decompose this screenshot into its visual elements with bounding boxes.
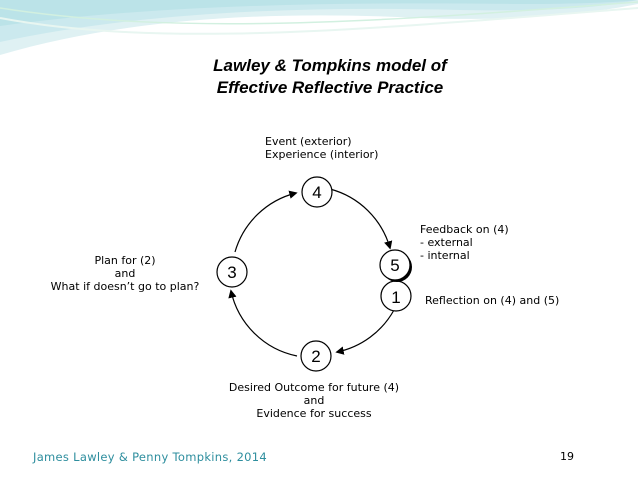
plan-line-1: Plan for (2) <box>94 254 156 267</box>
plan-line-3: What if doesn’t go to plan? <box>50 280 200 293</box>
node-5-label: 5 <box>390 256 399 275</box>
outcome-line-1: Desired Outcome for future (4) <box>228 381 400 394</box>
node-3-label: 3 <box>227 263 236 282</box>
feedback-label-box: Feedback on (4) - external - internal <box>414 220 550 268</box>
header-decoration <box>0 0 638 55</box>
node-2: 2 <box>300 340 332 372</box>
outcome-line-2: and <box>303 394 325 407</box>
node-5: 5 <box>379 249 412 282</box>
slide-title: Lawley & Tompkins model of Effective Ref… <box>160 55 500 99</box>
arc-1-to-2 <box>335 309 395 355</box>
feedback-line-1: Feedback on (4) <box>420 223 509 236</box>
plan-label-box: Plan for (2) and What if doesn’t go to p… <box>42 248 208 304</box>
node-4: 4 <box>301 176 333 208</box>
reflection-label-box: Reflection on (4) and (5) <box>419 288 577 328</box>
node-1: 1 <box>380 280 412 312</box>
node-2-label: 2 <box>311 347 320 366</box>
outcome-line-3: Evidence for success <box>256 407 372 420</box>
event-line-1: Event (exterior) <box>265 135 352 148</box>
event-line-2: Experience (interior) <box>265 148 379 161</box>
event-label-box: Event (exterior) Experience (interior) <box>259 131 387 164</box>
feedback-line-2: - external <box>420 236 473 249</box>
reflection-text: Reflection on (4) and (5) <box>425 294 560 307</box>
plan-line-2: and <box>114 267 136 280</box>
footer-credit: James Lawley & Penny Tompkins, 2014 <box>33 450 268 464</box>
arc-2-to-3 <box>228 289 298 357</box>
page-number: 19 <box>560 450 574 463</box>
title-line-2: Effective Reflective Practice <box>216 78 444 97</box>
arc-3-to-4 <box>234 190 298 253</box>
feedback-line-3: - internal <box>420 249 470 262</box>
node-4-label: 4 <box>312 183 321 202</box>
node-3: 3 <box>216 256 248 288</box>
title-line-1: Lawley & Tompkins model of <box>213 56 447 75</box>
node-1-label: 1 <box>391 288 400 307</box>
outcome-label-box: Desired Outcome for future (4) and Evide… <box>207 375 421 439</box>
arc-4-to-5 <box>329 188 393 250</box>
